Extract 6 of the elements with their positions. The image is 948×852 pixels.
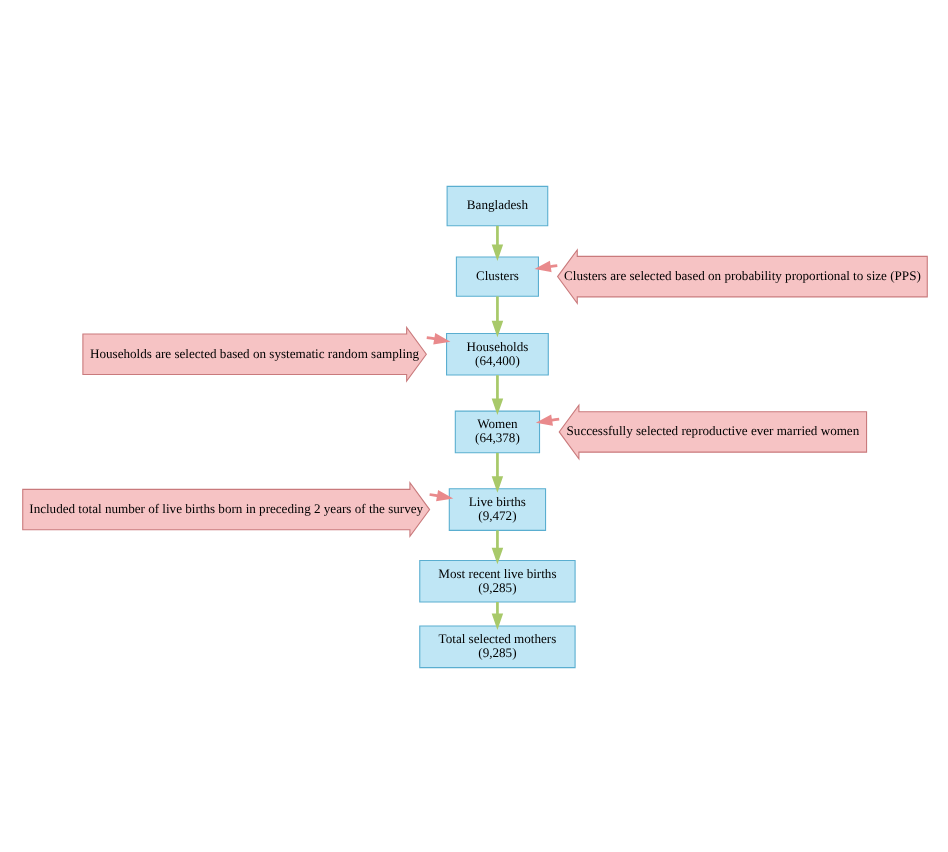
arrow [490, 374, 503, 414]
arrow [490, 529, 503, 564]
arrow [490, 601, 503, 629]
arrow [490, 295, 503, 337]
arrow [490, 451, 503, 492]
arrow [490, 224, 503, 260]
